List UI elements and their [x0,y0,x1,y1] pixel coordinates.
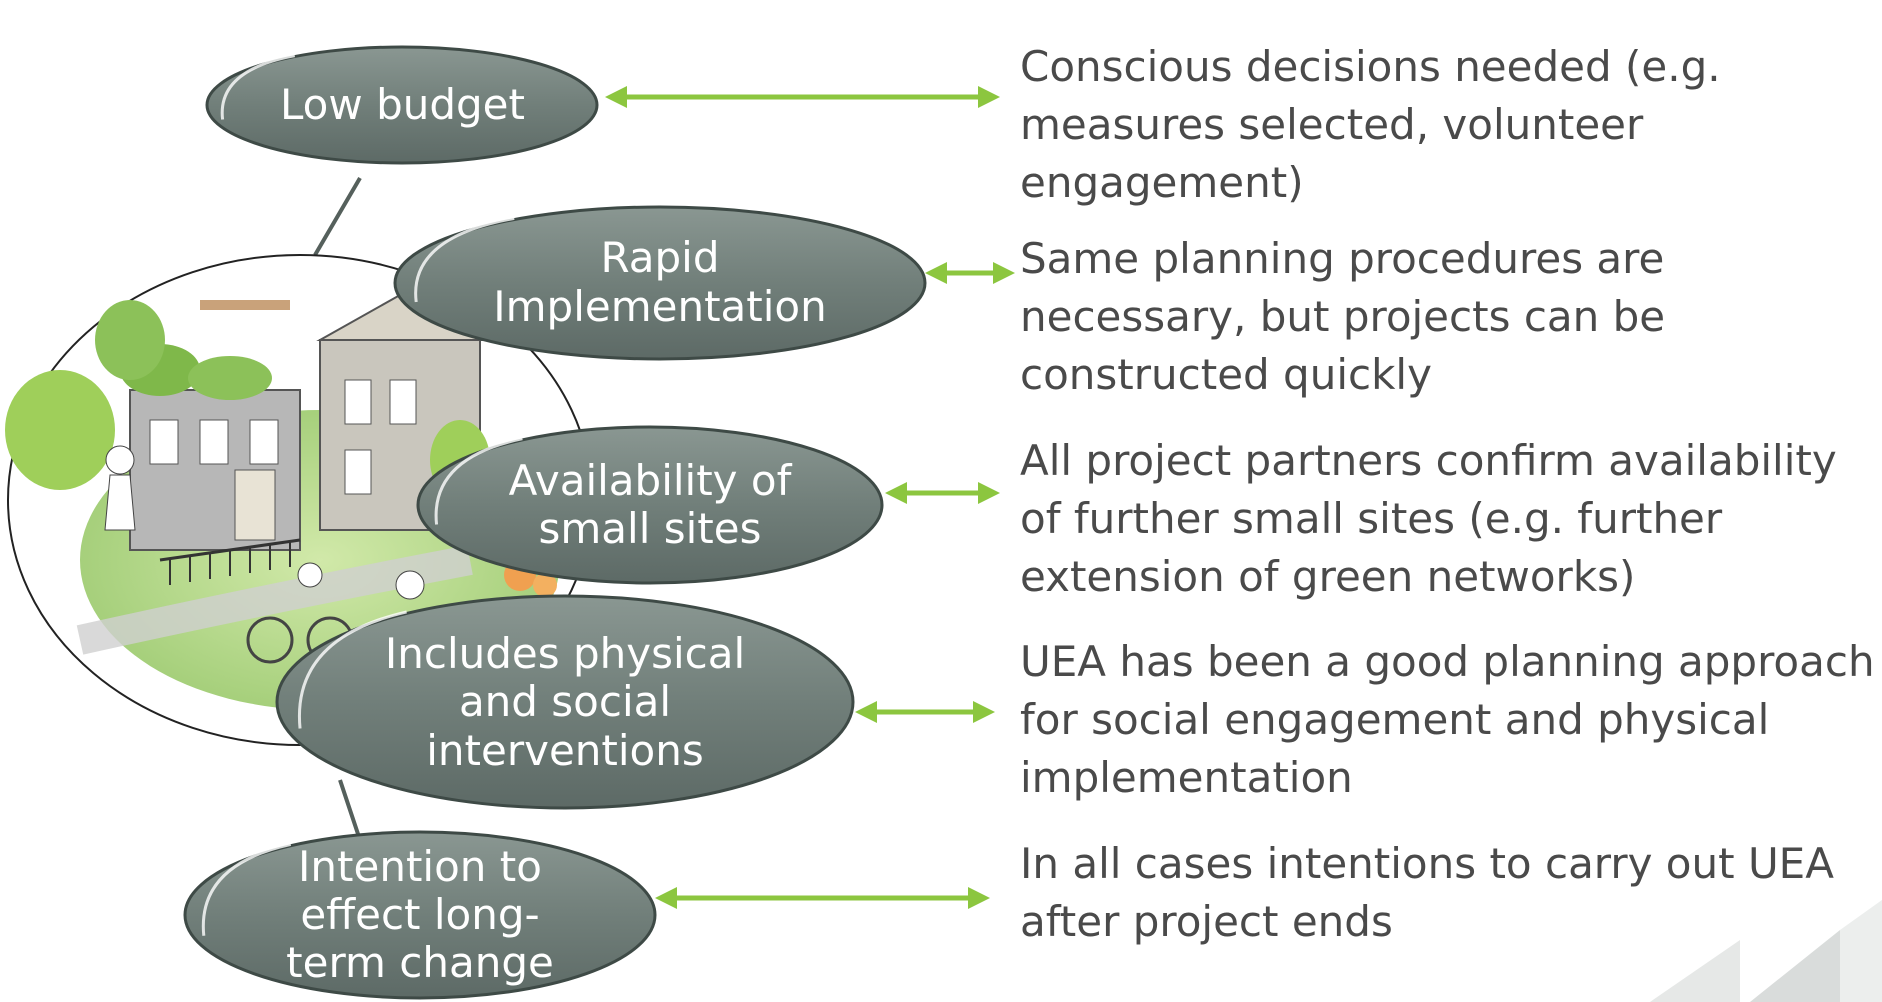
arrowhead-left-icon [655,887,677,909]
node-ellipse-rapid-implementation [393,205,927,361]
arrowhead-left-icon [925,262,947,284]
corner-arrows-icon [1650,900,1882,1002]
description-rapid-implementation: Same planning procedures are necessary, … [1020,234,1666,399]
arrowhead-right-icon [978,86,1000,108]
description-physical-social: UEA has been a good planning approach fo… [1020,637,1875,802]
node-ellipse-long-term-change [183,830,657,1000]
arrowhead-right-icon [973,701,995,723]
description-long-term-change: In all cases intentions to carry out UEA… [1020,839,1834,946]
node-highlight-availability-small-sites [434,437,523,525]
node-ellipse-physical-social [275,594,855,810]
arrowhead-left-icon [885,482,907,504]
node-ellipse-availability-small-sites [416,425,884,585]
arrowhead-right-icon [978,482,1000,504]
description-availability-small-sites: All project partners confirm availabilit… [1020,436,1837,601]
node-highlight-long-term-change [201,842,292,936]
node-ellipse-low-budget [205,45,599,165]
node-highlight-physical-social [297,610,407,729]
arrowhead-right-icon [968,887,990,909]
node-highlight-rapid-implementation [414,216,515,303]
description-low-budget: Conscious decisions needed (e.g. measure… [1020,42,1721,207]
arrowhead-left-icon [855,701,877,723]
arrowhead-left-icon [605,86,627,108]
node-highlight-low-budget [220,54,296,120]
connector-line [313,176,362,841]
arrowhead-right-icon [993,262,1015,284]
